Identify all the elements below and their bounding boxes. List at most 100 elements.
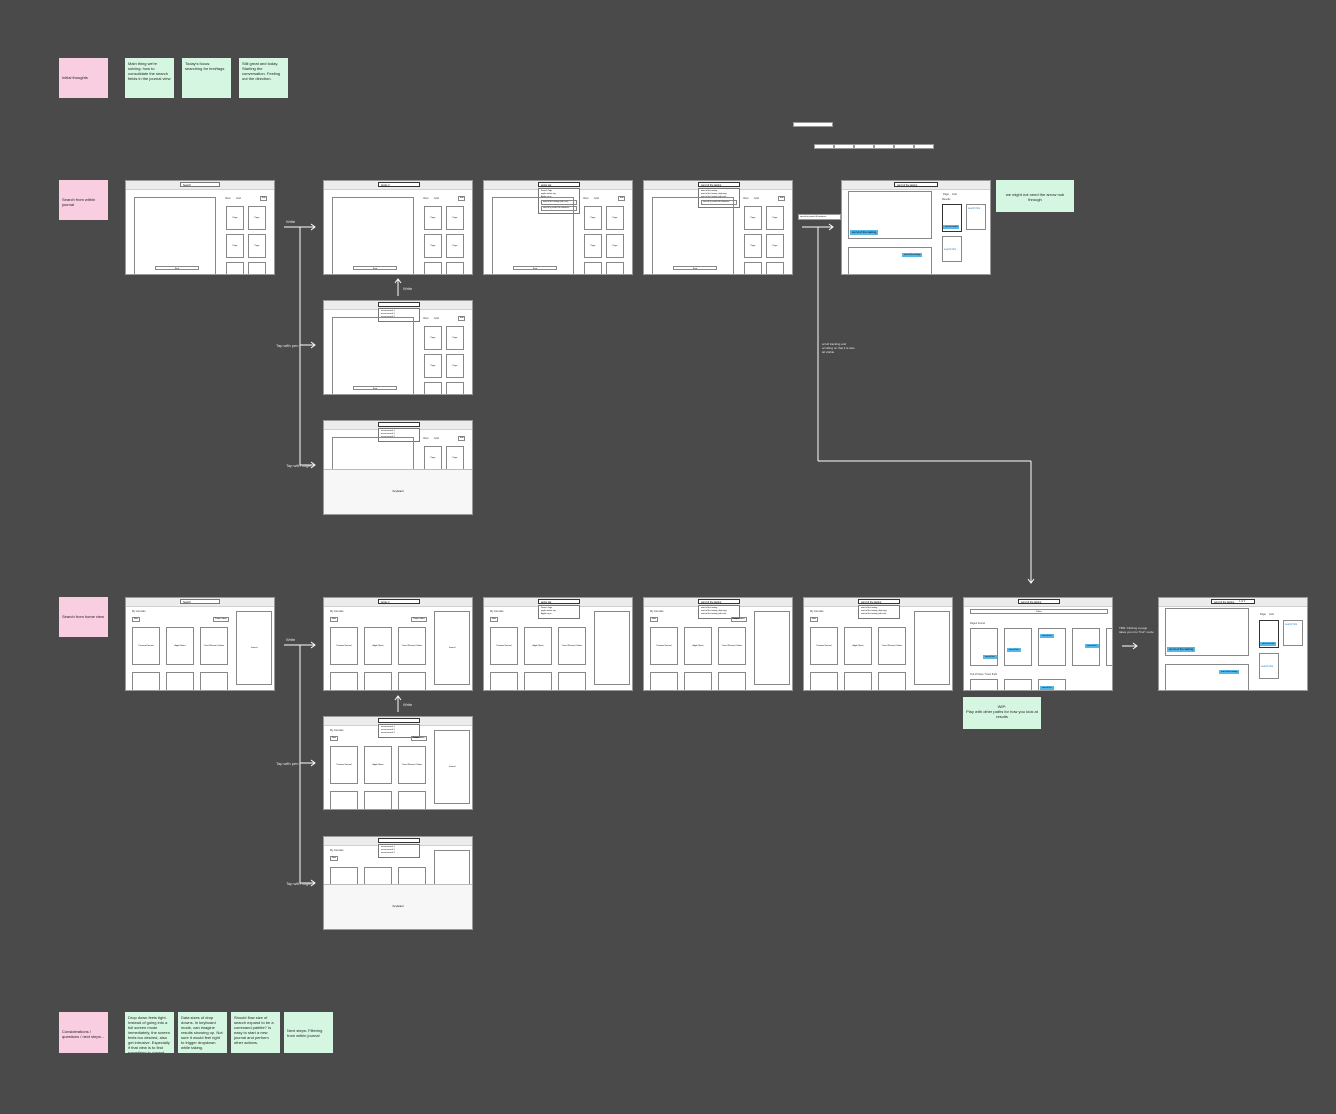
- dropdown-item[interactable]: apple sticker tag: [541, 193, 556, 195]
- journal-panel[interactable]: [914, 611, 950, 685]
- result-page[interactable]: [970, 679, 998, 690]
- page-thumb[interactable]: Page: [766, 234, 784, 258]
- dropdown-item[interactable]: recent search 3: [381, 732, 395, 734]
- page-thumb[interactable]: Page: [248, 234, 266, 258]
- search-input[interactable]: Search: [180, 599, 220, 604]
- search-hit[interactable]: word of the lasting: [1167, 647, 1196, 652]
- result-page[interactable]: [970, 628, 998, 666]
- journal-card[interactable]: Personal Journal: [330, 627, 358, 665]
- page-thumb[interactable]: [766, 262, 784, 274]
- journal-panel[interactable]: [594, 611, 630, 685]
- selected-result-chip[interactable]: search in journal all instances: [798, 214, 841, 220]
- dropdown-item[interactable]: recent search 1: [381, 310, 395, 312]
- dropdown-item[interactable]: recent search 2: [381, 849, 395, 851]
- result-page[interactable]: [1038, 679, 1066, 690]
- search-input[interactable]: [378, 838, 420, 843]
- dropdown-item[interactable]: word of the lasting: [701, 190, 718, 192]
- page-thumb[interactable]: Page: [446, 354, 464, 378]
- search-input[interactable]: Search: [180, 182, 220, 187]
- page-thumb[interactable]: Page: [744, 234, 762, 258]
- dropdown-item[interactable]: word of the lasting (edit sort): [861, 613, 887, 615]
- journal-card[interactable]: Apple Notes: [684, 627, 712, 665]
- dropdown-item[interactable]: Search Tags: [541, 607, 553, 609]
- dropdown-option[interactable]: search in journal all instances: [541, 206, 577, 211]
- new-button[interactable]: New: [490, 617, 499, 622]
- project-button[interactable]: Project Ideas: [213, 617, 229, 622]
- search-input[interactable]: word of the lasting: [1018, 599, 1060, 604]
- journal-card[interactable]: [364, 791, 392, 809]
- new-button[interactable]: New: [330, 617, 339, 622]
- result-thumb-selected[interactable]: [1259, 620, 1279, 648]
- journal-panel[interactable]: [434, 850, 470, 888]
- result-page[interactable]: [1004, 628, 1032, 666]
- journal-card[interactable]: [330, 791, 358, 809]
- journal-card[interactable]: Travel Planner & Ideas: [398, 746, 426, 784]
- journal-card[interactable]: Travel Planner & Ideas: [718, 627, 746, 665]
- dropdown-item[interactable]: recent search 1: [381, 430, 395, 432]
- page-thumb[interactable]: Page: [446, 446, 464, 470]
- journal-card[interactable]: Travel Planner & Ideas: [558, 627, 586, 665]
- new-button[interactable]: New: [650, 617, 659, 622]
- start-button[interactable]: Start: [513, 266, 557, 270]
- journal-card[interactable]: [718, 672, 746, 690]
- journal-card[interactable]: [684, 672, 712, 690]
- dropdown-item[interactable]: recent search 2: [381, 313, 395, 315]
- edit-button[interactable]: Edit: [778, 196, 786, 201]
- find-input[interactable]: word of the lasting: [1211, 599, 1255, 604]
- project-button[interactable]: Project Ideas: [411, 617, 427, 622]
- dropdown-item[interactable]: recent search 2: [381, 433, 395, 435]
- start-button[interactable]: Start: [353, 266, 397, 270]
- search-input[interactable]: [378, 718, 420, 723]
- page-thumb[interactable]: Page: [424, 206, 442, 230]
- journal-panel[interactable]: Journal: [434, 730, 470, 804]
- journal-card[interactable]: [524, 672, 552, 690]
- journal-panel[interactable]: [754, 611, 790, 685]
- page-thumb[interactable]: Page: [424, 446, 442, 470]
- start-button[interactable]: Start: [353, 386, 397, 390]
- result-page[interactable]: [1004, 679, 1032, 690]
- new-button[interactable]: New: [330, 856, 339, 861]
- journal-card[interactable]: [878, 672, 906, 690]
- dropdown-item[interactable]: word of the lasting, daily tags: [701, 193, 727, 195]
- page-thumb[interactable]: Page: [584, 234, 602, 258]
- on-screen-keyboard[interactable]: Keyboard: [324, 884, 472, 929]
- start-button[interactable]: Start: [673, 266, 717, 270]
- journal-card[interactable]: Personal Journal: [490, 627, 518, 665]
- journal-card[interactable]: [558, 672, 586, 690]
- search-input[interactable]: Apple t|: [378, 599, 420, 604]
- result-page[interactable]: [1106, 628, 1112, 666]
- dropdown-item[interactable]: recent search 2: [381, 729, 395, 731]
- journal-panel[interactable]: Journal: [434, 611, 470, 685]
- page-thumb[interactable]: [226, 262, 244, 274]
- edit-button[interactable]: Edit: [458, 316, 466, 321]
- dropdown-option[interactable]: search in journal all instances: [701, 200, 737, 205]
- journal-card[interactable]: [490, 672, 518, 690]
- result-thumb[interactable]: [966, 204, 986, 230]
- search-input[interactable]: apple tag: [538, 182, 580, 187]
- edit-button[interactable]: Edit: [260, 196, 268, 201]
- journal-card[interactable]: Travel Planner & Ideas: [878, 627, 906, 665]
- journal-card[interactable]: [132, 672, 160, 690]
- journal-card[interactable]: Apple Notes: [364, 627, 392, 665]
- page-thumb[interactable]: [446, 262, 464, 274]
- result-thumb[interactable]: [1283, 620, 1303, 646]
- journal-card[interactable]: Apple Notes: [364, 746, 392, 784]
- journal-card[interactable]: Personal Journal: [132, 627, 160, 665]
- search-hit[interactable]: word of the lasting: [902, 253, 923, 257]
- journal-card[interactable]: Travel Planner & Ideas: [398, 627, 426, 665]
- result-thumb-selected[interactable]: [942, 204, 962, 232]
- page-thumb[interactable]: [424, 262, 442, 274]
- new-button[interactable]: New: [330, 736, 339, 741]
- page-thumb[interactable]: Page: [744, 206, 762, 230]
- on-screen-keyboard[interactable]: Keyboard: [324, 469, 472, 514]
- journal-card[interactable]: Personal Journal: [650, 627, 678, 665]
- find-input[interactable]: word of the lasting: [894, 182, 938, 187]
- search-input[interactable]: apple tag: [538, 599, 580, 604]
- page-thumb[interactable]: [248, 262, 266, 274]
- journal-card[interactable]: [200, 672, 228, 690]
- page-thumb[interactable]: Page: [606, 206, 624, 230]
- edit-button[interactable]: Edit: [458, 196, 466, 201]
- dropdown-item[interactable]: apple sticker tag: [541, 610, 556, 612]
- result-thumb[interactable]: [942, 236, 962, 262]
- page-thumb[interactable]: Page: [606, 234, 624, 258]
